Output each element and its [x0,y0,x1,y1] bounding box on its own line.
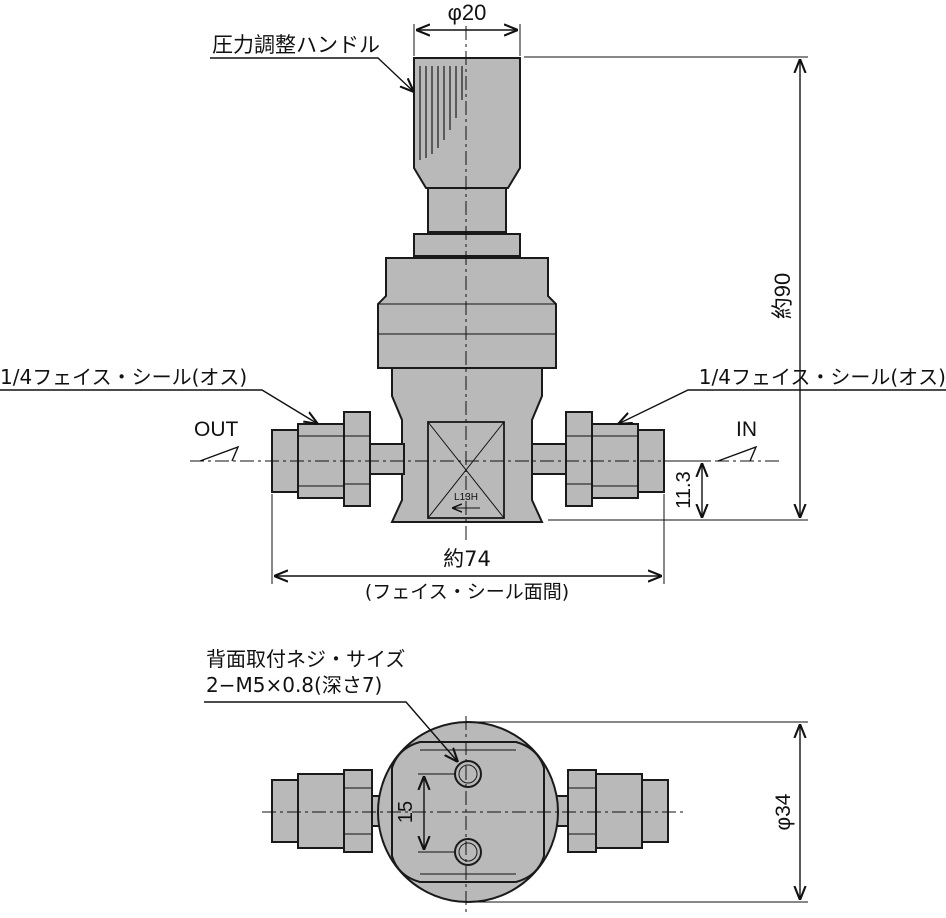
dim-diameter-top: φ20 [448,0,487,25]
bottom-out-fitting [271,769,387,853]
dim-height: 約90 [770,273,795,319]
dim-diameter-body: φ34 [772,793,795,830]
out-label: OUT [194,418,239,441]
out-fitting [271,411,405,507]
pressure-handle-knob [413,57,521,189]
face-seal-in-label: 1/4フェイス・シール(オス) [699,365,946,389]
in-fitting [531,411,665,507]
bonnet [377,257,557,369]
dim-face-to-face: 約74 [443,547,491,571]
mount-label-line1: 背面取付ネジ・サイズ [206,647,405,671]
handle-collar [413,233,521,257]
dim-face-to-face-note: (フェイス・シール面間) [365,581,569,603]
front-view [190,26,780,540]
out-flow-mark [199,445,240,462]
front-dimensions [0,24,946,584]
bottom-view [204,701,808,916]
face-seal-out-label: 1/4フェイス・シール(オス) [0,365,247,389]
mount-label-line2: 2−M5×0.8(深さ7) [206,673,382,697]
body-marking: L13H [454,492,478,503]
dim-hole-pitch: 15 [395,801,417,823]
in-flow-mark [717,445,758,462]
dim-port-height: 11.3 [673,471,695,508]
handle-stem [427,187,507,233]
bottom-in-fitting [545,769,669,853]
in-label: IN [736,418,757,441]
handle-label: 圧力調整ハンドル [212,33,380,57]
